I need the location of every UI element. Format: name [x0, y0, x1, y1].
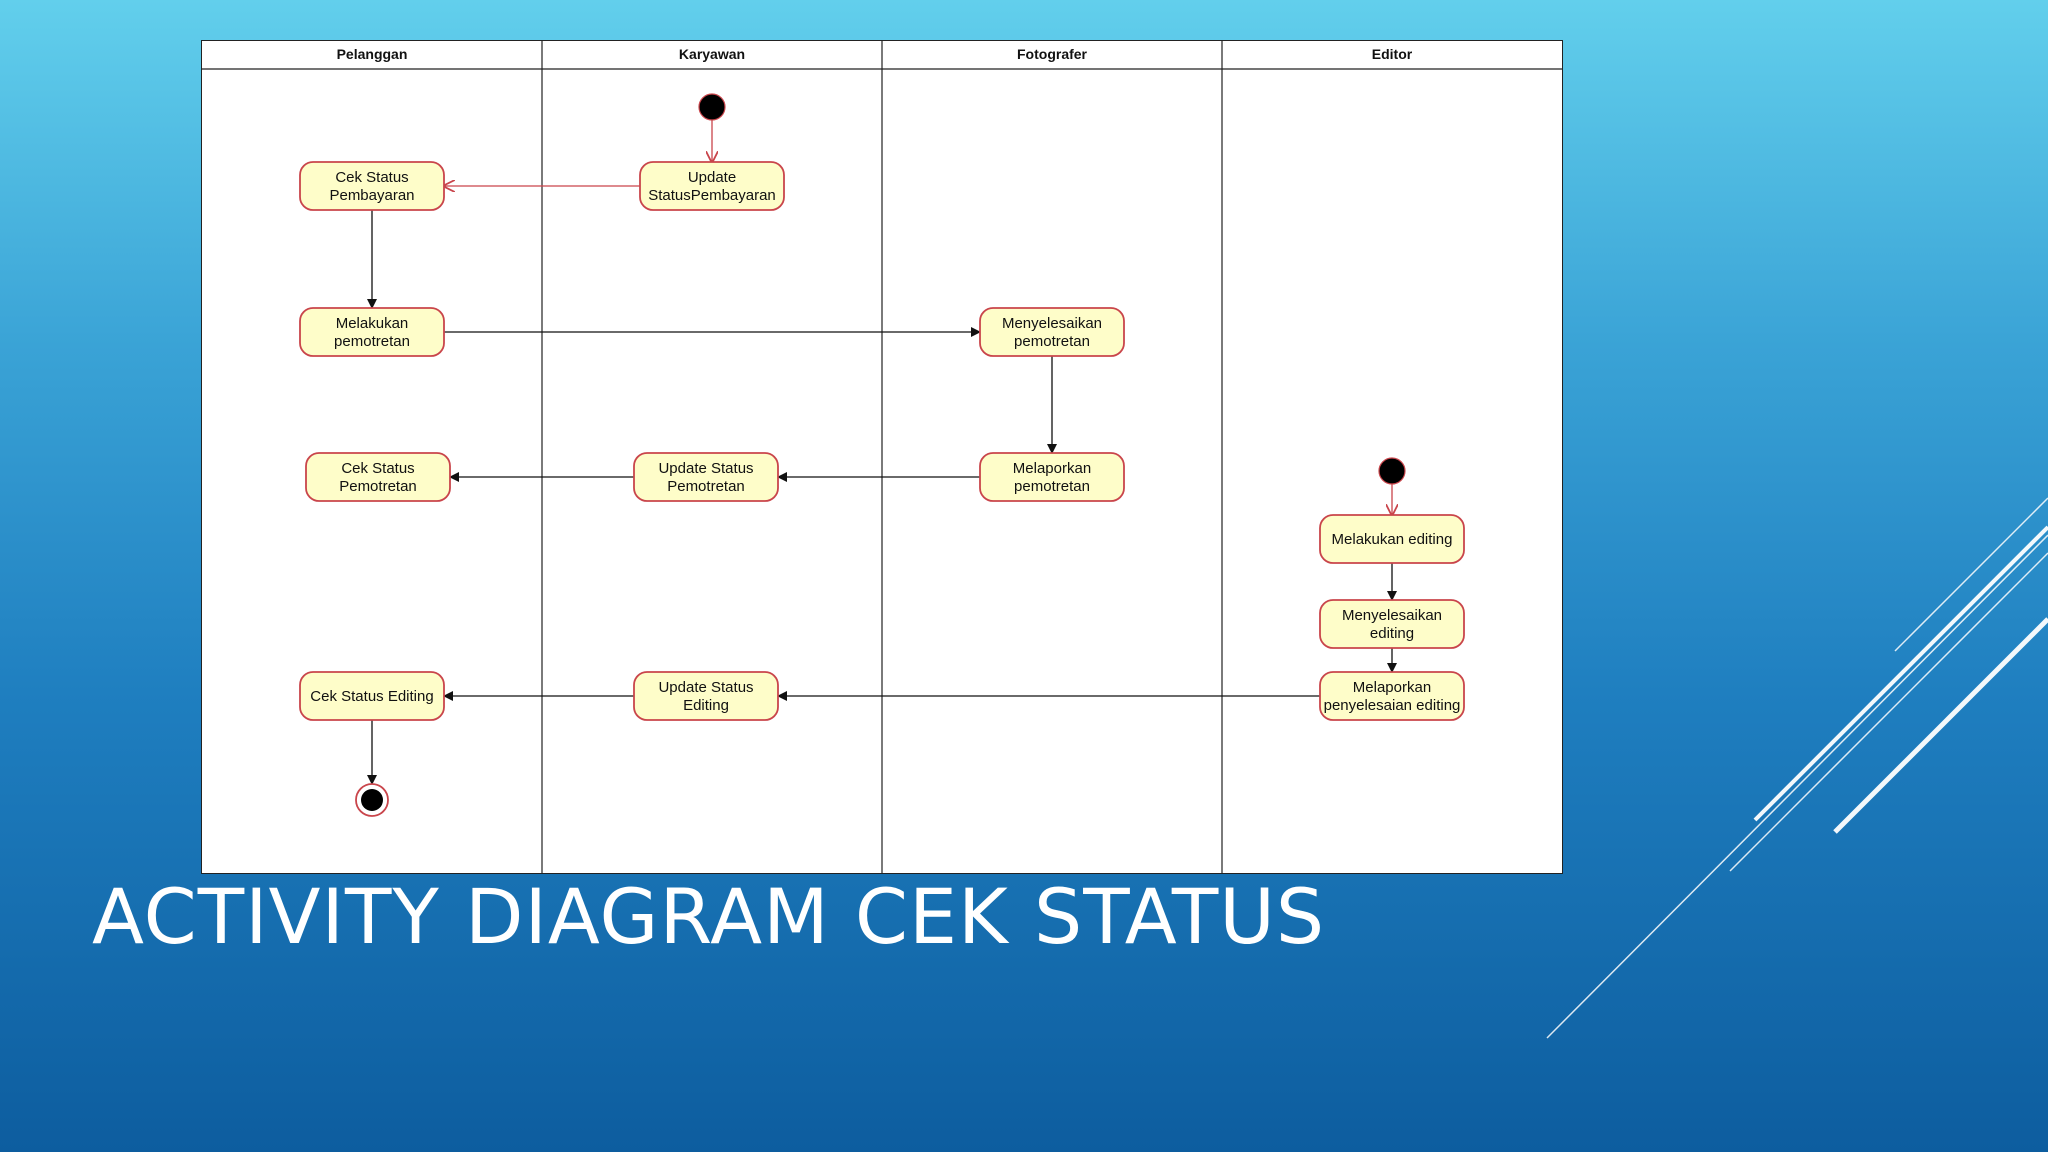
- action-label: Cek Status: [341, 460, 414, 477]
- action-label: Melaporkan: [1353, 679, 1431, 696]
- lane-header-pelanggan: Pelanggan: [337, 46, 408, 62]
- action-label: StatusPembayaran: [648, 187, 776, 204]
- lane-header-karyawan: Karyawan: [679, 46, 745, 62]
- action-label: Melaporkan: [1013, 460, 1091, 477]
- initial-node: [1378, 457, 1406, 485]
- diagram-canvas: Pelanggan Karyawan Fotografer Editor Upd…: [202, 41, 1562, 873]
- activity-diagram: Pelanggan Karyawan Fotografer Editor Upd…: [201, 40, 1563, 874]
- action-label: Melakukan: [336, 315, 409, 332]
- action-node-cek-status-editing: Cek Status Editing: [299, 671, 445, 721]
- action-label: pemotretan: [1014, 333, 1090, 350]
- action-label: penyelesaian editing: [1324, 697, 1461, 714]
- action-node-melakukan-editing: Melakukan editing: [1319, 514, 1465, 564]
- action-label: Menyelesaikan: [1342, 607, 1442, 624]
- action-label: Cek Status: [335, 169, 408, 186]
- action-label: editing: [1370, 625, 1414, 642]
- action-label: Cek Status Editing: [310, 688, 433, 705]
- action-node-cek-status-pembayaran: Cek StatusPembayaran: [299, 161, 445, 211]
- action-label: pemotretan: [334, 333, 410, 350]
- initial-node: [698, 93, 726, 121]
- action-label: Melakukan editing: [1332, 531, 1453, 548]
- action-label: Menyelesaikan: [1002, 315, 1102, 332]
- slide-title: ACTIVITY DIAGRAM CEK STATUS: [92, 872, 1326, 961]
- action-label: Update Status: [658, 460, 753, 477]
- edges: [367, 120, 1392, 785]
- action-label: Update: [688, 169, 736, 186]
- action-label: Pemotretan: [667, 478, 745, 495]
- action-label: Update Status: [658, 679, 753, 696]
- action-label: Pembayaran: [329, 187, 414, 204]
- final-node: [355, 783, 389, 817]
- action-label: pemotretan: [1014, 478, 1090, 495]
- action-label: Editing: [683, 697, 729, 714]
- lane-header-editor: Editor: [1372, 46, 1413, 62]
- action-label: Pemotretan: [339, 478, 417, 495]
- lane-header-fotografer: Fotografer: [1017, 46, 1088, 62]
